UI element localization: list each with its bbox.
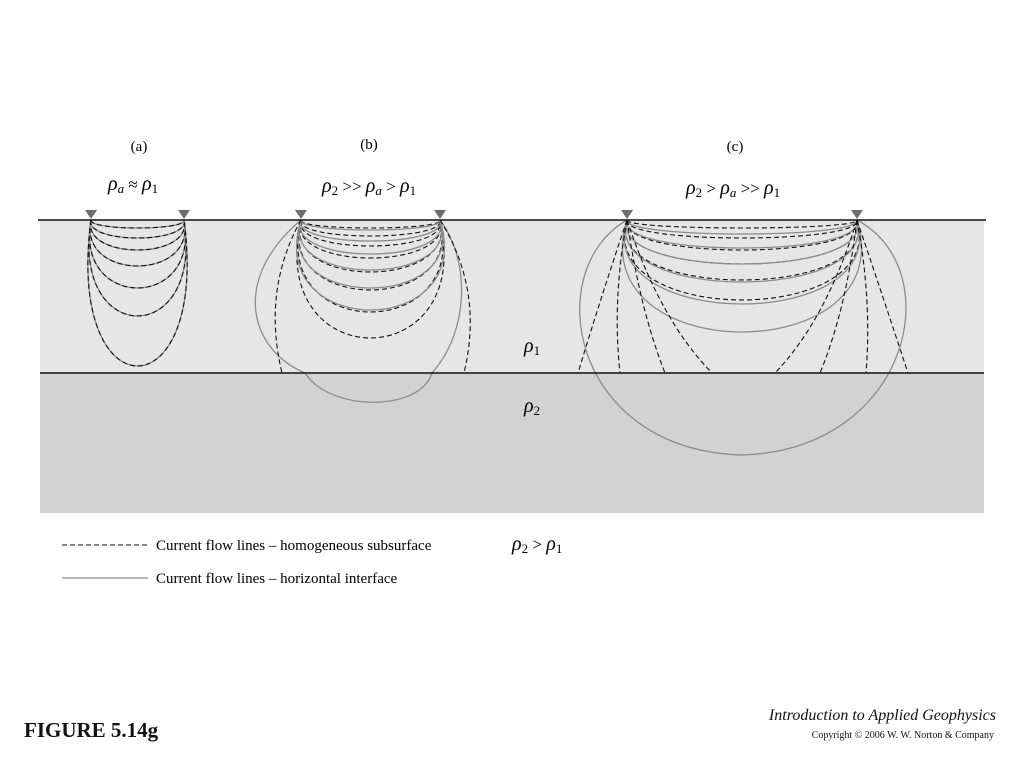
panel-c-flow-lines <box>577 219 909 456</box>
book-title: Introduction to Applied Geophysics <box>768 707 996 724</box>
panel-a-dashed-flow-line <box>89 219 186 267</box>
electrode-markers <box>85 210 863 219</box>
electrode-marker <box>178 210 190 219</box>
panel-b-solid-flow-line <box>299 219 442 255</box>
panel-a-dashed-flow-line <box>90 219 185 251</box>
panel-c-dashed-flow-line <box>819 219 858 374</box>
panel-a-solid-flow-line <box>88 219 187 289</box>
panel-c-solid-flow-line <box>621 219 863 333</box>
panel-c-solid-flow-line <box>624 219 860 283</box>
figure-caption: FIGURE 5.14g <box>24 718 159 742</box>
electrode-marker <box>434 210 446 219</box>
panel-b-dashed-flow-line <box>299 219 442 259</box>
panel-c-dashed-flow-line <box>616 219 628 374</box>
panel-c-label: (c) <box>727 139 744 155</box>
legend-dashed-label: Current flow lines – homogeneous subsurf… <box>156 538 432 554</box>
lower-layer-rho2 <box>40 373 984 513</box>
panel-a-dashed-flow-line <box>90 219 185 239</box>
electrode-marker <box>851 210 863 219</box>
panel-b-dashed-flow-line <box>300 219 441 229</box>
panel-c-solid-flow-line <box>626 219 858 235</box>
panel-b-dashed-flow-line <box>274 219 302 374</box>
panel-c-dashed-flow-line <box>577 219 628 374</box>
panel-b-dashed-flow-line <box>298 219 443 291</box>
panel-b-label: (b) <box>360 137 378 153</box>
legend-condition: ρ2 > ρ1 <box>511 533 562 556</box>
panel-b-solid-flow-line <box>295 219 446 311</box>
panel-c-dashed-flow-line <box>626 219 666 374</box>
panel-a-dashed-flow-line <box>87 219 188 367</box>
panel-a-dashed-flow-line <box>90 219 185 229</box>
panel-c-dashed-flow-line <box>856 219 909 374</box>
panel-a-flow-lines <box>87 219 188 367</box>
panel-b-solid-flow-line <box>300 219 441 242</box>
electrode-marker <box>621 210 633 219</box>
copyright-notice: Copyright © 2006 W. W. Norton & Company <box>811 730 994 741</box>
panel-c-relation: ρ2 > ρa >> ρ1 <box>685 177 780 200</box>
panel-b-dashed-flow-line <box>298 219 443 273</box>
panel-b-dashed-flow-line <box>300 219 441 247</box>
panel-a-relation: ρa ≈ ρ1 <box>107 173 158 196</box>
panel-c-solid-flow-line <box>626 219 858 249</box>
panel-b-dashed-flow-line <box>297 219 444 313</box>
panel-c-dashed-flow-line <box>624 219 860 281</box>
panel-c-solid-flow-line <box>623 219 861 305</box>
layer-rho2-label: ρ2 <box>523 395 540 418</box>
panel-c-dashed-flow-line <box>856 219 869 374</box>
panel-b-dashed-flow-line <box>296 219 445 339</box>
panel-c-dashed-flow-line <box>774 219 858 374</box>
panel-b-solid-flow-line <box>254 219 463 403</box>
electrode-marker <box>295 210 307 219</box>
legend-solid-label: Current flow lines – horizontal interfac… <box>156 571 398 587</box>
panel-c-dashed-flow-line <box>626 219 858 239</box>
electrode-marker <box>85 210 97 219</box>
panel-b-relation: ρ2 >> ρa > ρ1 <box>321 175 416 198</box>
panel-c-dashed-flow-line <box>626 219 858 229</box>
layer-rho1-label: ρ1 <box>523 335 540 358</box>
panel-b-solid-flow-line <box>297 219 444 289</box>
panel-c-dashed-flow-line <box>626 219 713 374</box>
panel-c-solid-flow-line <box>579 219 907 456</box>
panel-b-flow-lines <box>254 219 471 403</box>
panel-a-dashed-flow-line <box>88 219 187 317</box>
panel-b-dashed-flow-line <box>300 219 441 237</box>
panel-b-solid-flow-line <box>298 219 443 271</box>
panel-b-dashed-flow-line <box>439 219 471 374</box>
panel-b-solid-flow-line <box>300 219 441 231</box>
panel-c-solid-flow-line <box>625 219 859 265</box>
panel-a-label: (a) <box>131 139 148 155</box>
panel-c-dashed-flow-line <box>624 219 860 301</box>
